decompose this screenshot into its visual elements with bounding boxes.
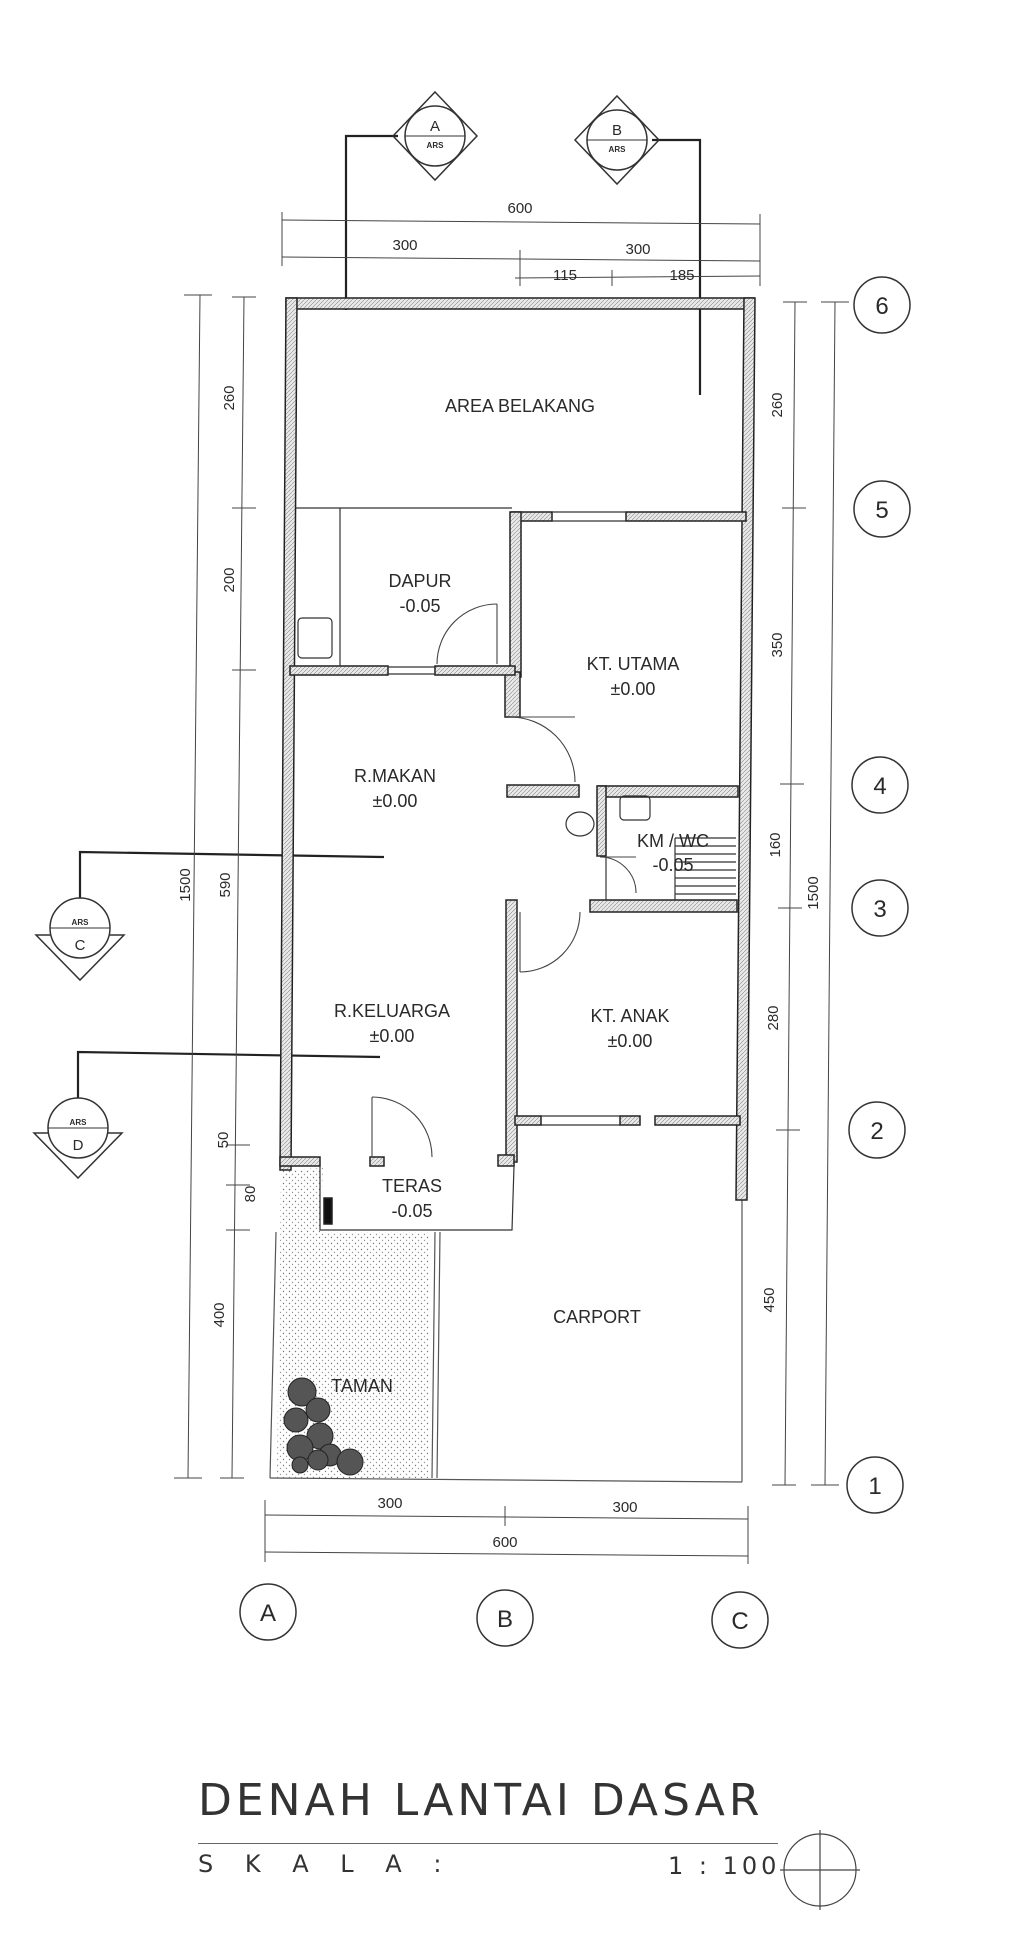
svg-text:A: A [260, 1600, 276, 1627]
grid-bubble-row-1: 1 [846, 1456, 904, 1514]
dimension-lines [174, 212, 849, 1564]
svg-text:B: B [497, 1606, 513, 1633]
dim-left-total: 1500 [177, 868, 194, 901]
title-underline [198, 1843, 778, 1844]
dim-top-sub-a: 115 [553, 267, 577, 284]
walls [279, 297, 756, 1225]
north-symbol-icon [780, 1830, 860, 1910]
dim-bottom-left: 300 [377, 1495, 402, 1512]
section-marker-d: ARS D [32, 1050, 381, 1180]
svg-text:6: 6 [875, 293, 888, 320]
dim-bottom-total: 600 [492, 1534, 517, 1551]
scale-label: S K A L A : [198, 1850, 454, 1878]
dim-right-4: 280 [765, 1005, 782, 1030]
dim-top-left: 300 [392, 237, 417, 254]
dim-right-5: 450 [761, 1287, 778, 1312]
dim-left-5: 80 [242, 1186, 259, 1203]
grid-bubble-col-a: A [239, 1583, 297, 1641]
dimension-labels: 600 300 300 115 185 300 300 600 1500 260… [177, 200, 822, 1551]
section-marker-b: B ARS [573, 94, 702, 395]
svg-text:3: 3 [873, 896, 886, 923]
section-d-ref: ARS [70, 1118, 88, 1127]
room-kt-anak: KT. ANAK [590, 1006, 669, 1026]
room-taman: TAMAN [331, 1376, 393, 1396]
section-a-ref: ARS [427, 141, 445, 150]
dim-left-1: 260 [221, 385, 238, 410]
grid-bubble-col-c: C [711, 1591, 769, 1649]
room-r-makan-level: ±0.00 [373, 791, 418, 811]
room-km-wc: KM / WC [637, 831, 709, 851]
room-teras: TERAS [382, 1176, 442, 1196]
grid-bubble-row-6: 6 [853, 276, 911, 334]
room-teras-level: -0.05 [391, 1201, 432, 1221]
dim-left-4: 50 [215, 1132, 232, 1149]
dim-right-2: 350 [769, 632, 786, 657]
section-b-letter: B [612, 122, 622, 139]
dim-bottom-right: 300 [612, 1499, 637, 1516]
room-r-keluarga-level: ±0.00 [370, 1026, 415, 1046]
grid-bubble-col-b: B [476, 1589, 534, 1647]
dim-top-total: 600 [507, 200, 532, 217]
dim-left-3: 590 [217, 872, 234, 897]
room-dapur: DAPUR [388, 571, 451, 591]
section-b-ref: ARS [609, 145, 627, 154]
partitions [296, 507, 736, 1231]
dim-left-6: 400 [211, 1302, 228, 1327]
dim-right-1: 260 [769, 392, 786, 417]
grid-bubble-row-2: 2 [848, 1101, 906, 1159]
grid-column-bubbles: A B C [239, 1583, 769, 1649]
grid-bubble-row-4: 4 [851, 756, 909, 814]
dim-top-right: 300 [625, 241, 650, 258]
svg-text:C: C [731, 1608, 748, 1635]
room-kt-anak-level: ±0.00 [608, 1031, 653, 1051]
section-c-letter: C [75, 937, 86, 954]
grid-bubble-row-3: 3 [851, 879, 909, 937]
drawing-title: DENAH LANTAI DASAR [198, 1775, 764, 1826]
svg-text:5: 5 [875, 497, 888, 524]
section-d-letter: D [73, 1137, 84, 1154]
section-c-ref: ARS [72, 918, 90, 927]
grid-row-bubbles: 6 5 4 3 2 1 [846, 276, 911, 1514]
svg-text:1: 1 [868, 1473, 881, 1500]
svg-text:4: 4 [873, 773, 886, 800]
dim-left-2: 200 [221, 567, 238, 592]
site-boundary [269, 1200, 743, 1483]
scale-value: 1 : 100 [668, 1852, 781, 1880]
dim-right-total: 1500 [805, 876, 822, 909]
section-marker-a: A ARS [344, 90, 479, 310]
section-a-letter: A [430, 118, 440, 135]
room-km-wc-level: -0.05 [652, 855, 693, 875]
room-dapur-level: -0.05 [399, 596, 440, 616]
room-area-belakang: AREA BELAKANG [445, 396, 595, 416]
room-kt-utama: KT. UTAMA [587, 654, 680, 674]
dim-top-sub-b: 185 [669, 267, 694, 284]
room-r-makan: R.MAKAN [354, 766, 436, 786]
section-marker-c: ARS C [34, 850, 385, 982]
room-labels: AREA BELAKANG DAPUR -0.05 KT. UTAMA ±0.0… [331, 396, 709, 1396]
grid-bubble-row-5: 5 [853, 480, 911, 538]
shrub-icon [283, 1377, 364, 1476]
room-kt-utama-level: ±0.00 [611, 679, 656, 699]
dim-right-3: 160 [767, 832, 784, 857]
room-carport: CARPORT [553, 1307, 641, 1327]
room-r-keluarga: R.KELUARGA [334, 1001, 450, 1021]
door-swings [371, 603, 637, 1158]
svg-text:2: 2 [870, 1118, 883, 1145]
